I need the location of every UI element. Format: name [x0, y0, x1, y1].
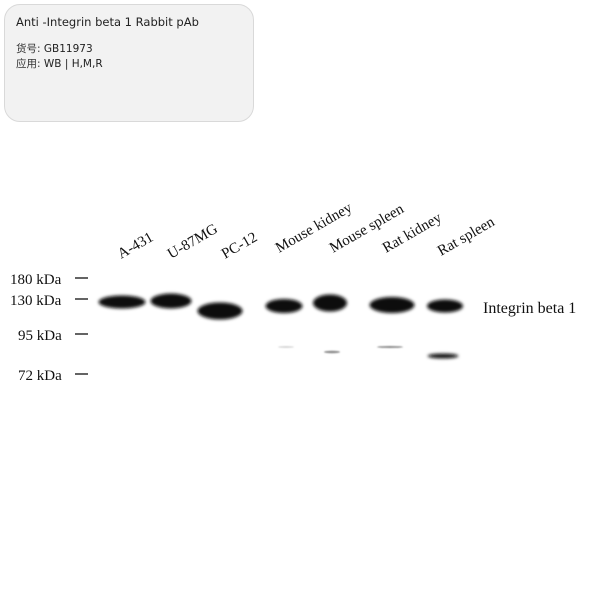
band-mouse-spleen: [313, 294, 347, 312]
band-a431: [98, 295, 146, 309]
lane-label-a431: A-431: [115, 229, 156, 262]
band-rat-kidney: [369, 297, 415, 313]
faint-band-group: [278, 346, 403, 354]
application-value: WB | H,M,R: [43, 58, 103, 70]
target-band-label: Integrin beta 1: [483, 300, 576, 317]
band-u87mg: [150, 293, 192, 309]
marker-label-180: 180 kDa: [10, 272, 62, 288]
band-mouse-kidney: [265, 299, 303, 313]
application-label: 应用:: [16, 58, 41, 70]
marker-label-95: 95 kDa: [18, 328, 62, 344]
band-rat-spleen: [427, 299, 463, 313]
catalog-value: GB11973: [43, 43, 93, 55]
faint-band-rat-kidney: [377, 346, 403, 348]
faint-band-mouse-spleen: [324, 350, 340, 354]
marker-label-72: 72 kDa: [18, 368, 62, 384]
catalog-label: 货号:: [16, 43, 41, 55]
marker-label-130: 130 kDa: [10, 293, 62, 309]
catalog-number-row: 货号: GB11973: [16, 42, 253, 57]
product-title: Anti -Integrin beta 1 Rabbit pAb: [16, 15, 199, 29]
application-row: 应用: WB | H,M,R: [16, 57, 253, 72]
band-group: [98, 293, 463, 359]
band-rat-spleen-lower: [427, 353, 459, 359]
lane-label-pc12: PC-12: [219, 229, 260, 262]
product-info-card: Anti -Integrin beta 1 Rabbit pAb 货号: GB1…: [4, 4, 254, 122]
lane-label-rat-spleen: Rat spleen: [435, 214, 498, 260]
faint-band-mouse-kidney: [278, 346, 294, 348]
band-pc12: [197, 302, 243, 320]
lane-label-u87mg: U-87MG: [165, 221, 221, 262]
